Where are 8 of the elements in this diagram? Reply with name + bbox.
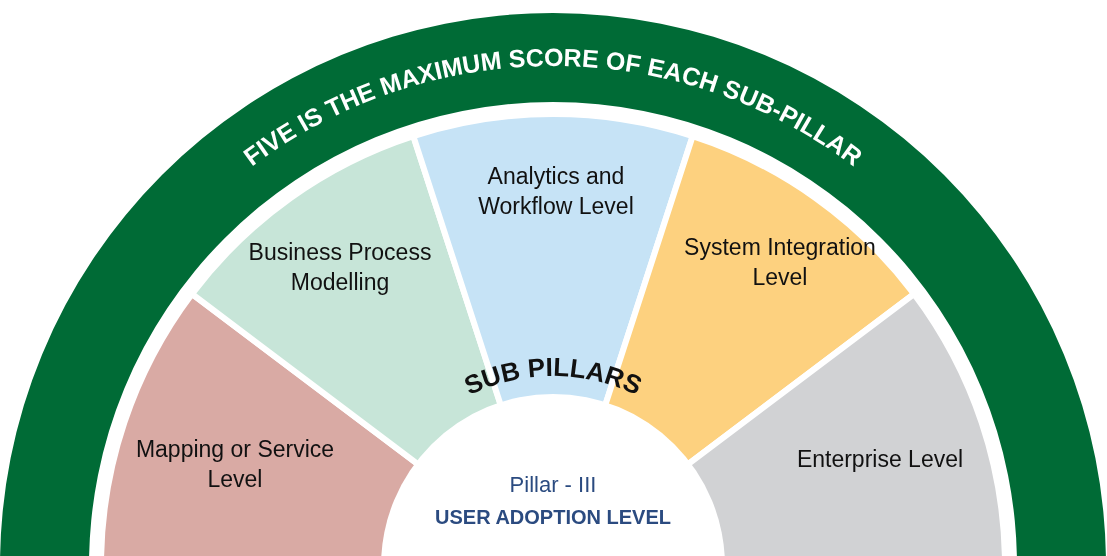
segment-label: Business Process Modelling bbox=[247, 238, 433, 297]
segment-label: System Integration Level bbox=[683, 233, 877, 292]
segment-label: Analytics and Workflow Level bbox=[477, 162, 635, 221]
pillar-title: USER ADOPTION LEVEL bbox=[435, 505, 671, 530]
section-title: SUB PILLARS bbox=[459, 351, 647, 401]
pillar-number: Pillar - III bbox=[509, 470, 597, 499]
segment-label: Enterprise Level bbox=[796, 445, 964, 475]
segment-label: Mapping or Service Level bbox=[134, 435, 336, 494]
